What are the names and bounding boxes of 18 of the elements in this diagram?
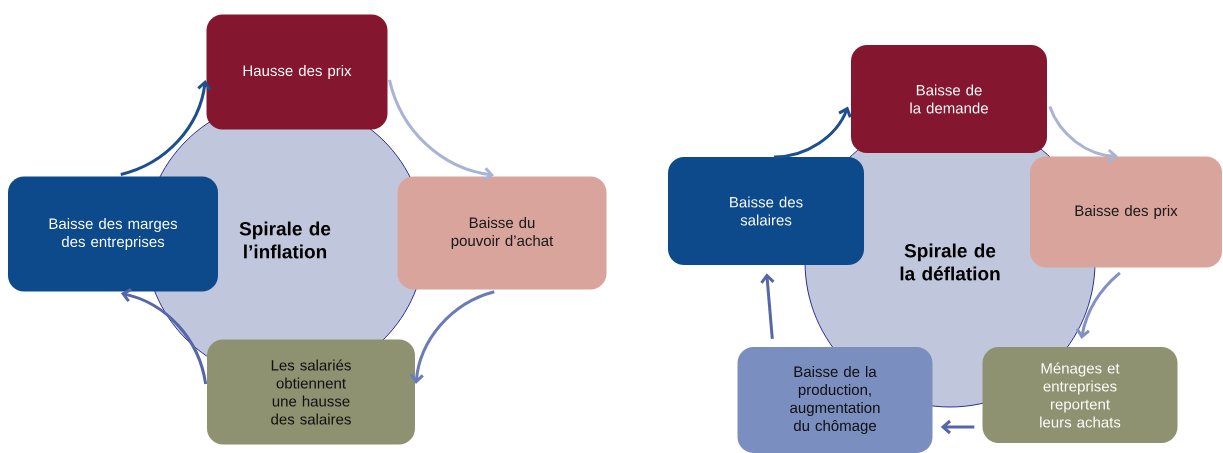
process-box: Baisse des marges des entreprises [8, 176, 218, 292]
arrow [388, 79, 495, 182]
process-box: Les salariés obtiennent une hausse des salaires [207, 339, 415, 445]
process-box: Ménages et entreprises reportent leurs achats [982, 347, 1178, 443]
arrow [773, 106, 852, 159]
process-box: Baisse des salaires [668, 157, 864, 265]
process-box: Baisse de la production, augmentation du chômage [737, 347, 933, 453]
process-box: Baisse des prix [1030, 156, 1222, 268]
arrow [1048, 106, 1118, 164]
arrow [940, 419, 975, 435]
process-box: Hausse des prix [206, 14, 388, 130]
process-box: Baisse du pouvoir d’achat [397, 176, 607, 290]
arrow [1075, 271, 1121, 339]
arrow [120, 288, 208, 385]
process-box: Baisse de la demande [851, 45, 1047, 153]
arrow [760, 273, 775, 339]
arrow [409, 290, 495, 385]
arrow [120, 79, 212, 176]
